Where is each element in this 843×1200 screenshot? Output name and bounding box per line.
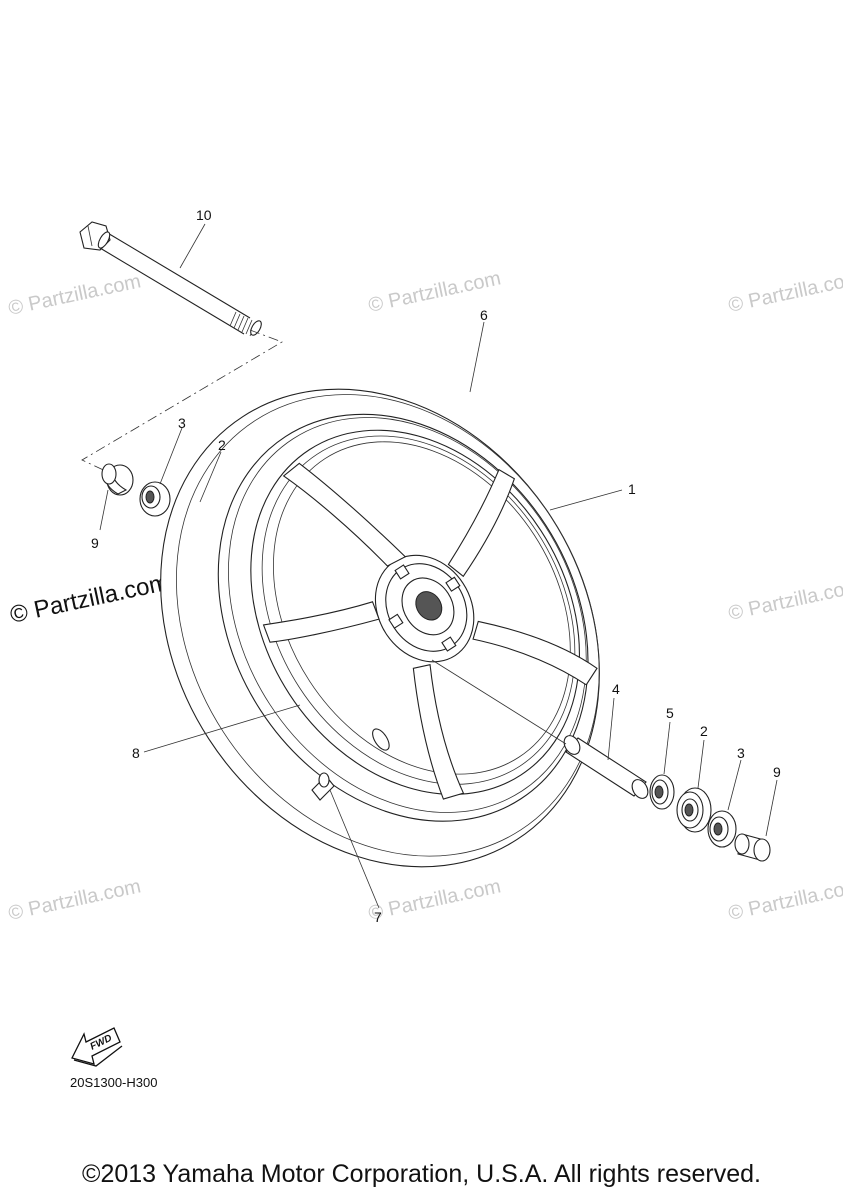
callout-10: 10 (196, 207, 212, 223)
callout-3-right: 3 (737, 745, 745, 761)
watermark: © Partzilla.com (366, 875, 502, 925)
collar-9-left (101, 463, 134, 496)
oil-seal-3-right (707, 810, 737, 848)
bearing-2-right (676, 787, 712, 833)
fwd-arrow-icon: FWD (71, 1027, 123, 1067)
callout-7: 7 (374, 909, 382, 925)
callout-3-left: 3 (178, 415, 186, 431)
watermark-main: © Partzilla.com (8, 569, 172, 629)
callout-9-right: 9 (773, 764, 781, 780)
callout-4: 4 (612, 681, 620, 697)
figure-code: 20S1300-H300 (70, 1075, 158, 1090)
valve-7 (311, 772, 335, 801)
copyright-notice: ©2013 Yamaha Motor Corporation, U.S.A. A… (82, 1160, 761, 1188)
callouts: 10 6 3 2 9 1 4 5 2 3 9 8 7 (91, 207, 781, 925)
spacer-4 (563, 735, 649, 799)
watermark: © Partzilla.com (6, 270, 142, 320)
watermark: © Partzilla.com (726, 875, 843, 925)
wheel-assembly (160, 388, 600, 868)
callout-2-left: 2 (218, 437, 226, 453)
watermark: © Partzilla.com (726, 575, 843, 625)
callout-8: 8 (132, 745, 140, 761)
callout-6: 6 (480, 307, 488, 323)
collar-9-right (734, 833, 771, 862)
callout-5: 5 (666, 705, 674, 721)
callout-2-right: 2 (700, 723, 708, 739)
oil-seal-3-left (139, 481, 171, 517)
leader-lines (99, 223, 778, 909)
watermark: © Partzilla.com (726, 267, 843, 317)
watermark: © Partzilla.com (6, 875, 142, 925)
oil-seal-5 (649, 774, 675, 810)
callout-1: 1 (628, 481, 636, 497)
callout-9-left: 9 (91, 535, 99, 551)
